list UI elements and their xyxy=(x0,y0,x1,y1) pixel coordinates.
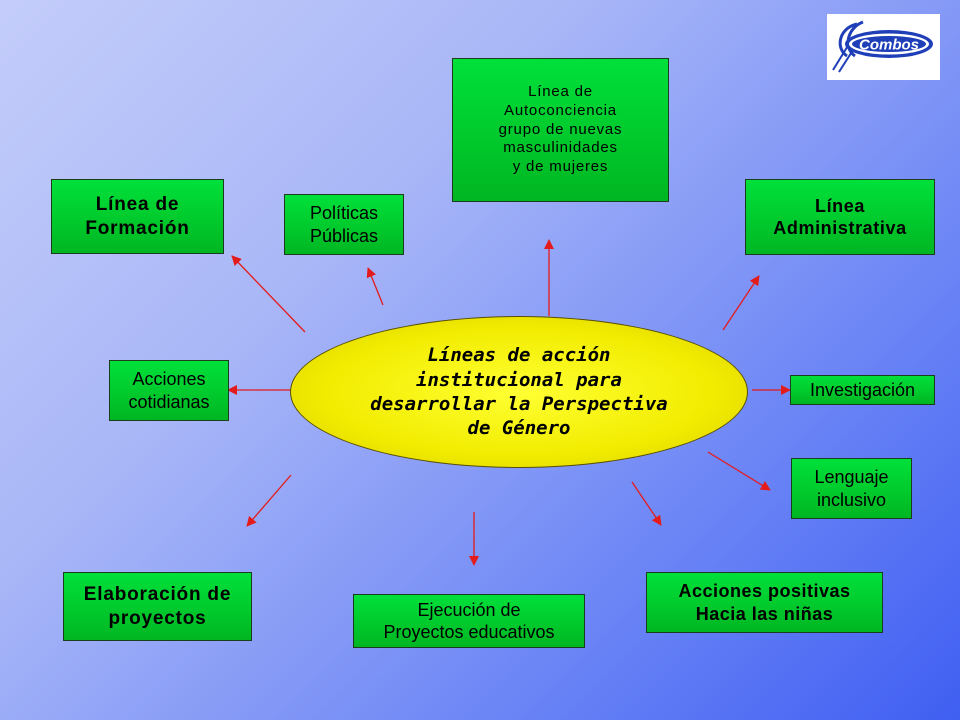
logo-graphic: Combos xyxy=(832,20,933,73)
node-ejecucion: Ejecución de Proyectos educativos xyxy=(353,594,585,648)
node-elaboracion: Elaboración de proyectos xyxy=(63,572,252,641)
node-investigacion: Investigación xyxy=(790,375,935,405)
combos-logo: Combos xyxy=(827,14,940,80)
node-formacion: Línea de Formación xyxy=(51,179,224,254)
logo-text: Combos xyxy=(859,37,919,54)
node-politicas: Políticas Públicas xyxy=(284,194,404,255)
arrow-to-acciones-positivas xyxy=(631,481,662,526)
arrow-to-lenguaje xyxy=(707,451,771,491)
node-lenguaje: Lenguaje inclusivo xyxy=(791,458,912,519)
node-acciones-cotidianas: Acciones cotidianas xyxy=(109,360,229,421)
node-autoconciencia: Línea de Autoconciencia grupo de nuevas … xyxy=(452,58,669,202)
center-hub: Líneas de acción institucional para desa… xyxy=(290,316,748,468)
arrow-to-elaboracion xyxy=(246,474,292,527)
arrow-to-formacion xyxy=(231,255,306,333)
arrow-to-administrativa xyxy=(722,275,760,331)
node-administrativa: Línea Administrativa xyxy=(745,179,935,255)
arrow-to-politicas xyxy=(366,267,384,306)
node-acciones-positivas: Acciones positivas Hacia las niñas xyxy=(646,572,883,633)
